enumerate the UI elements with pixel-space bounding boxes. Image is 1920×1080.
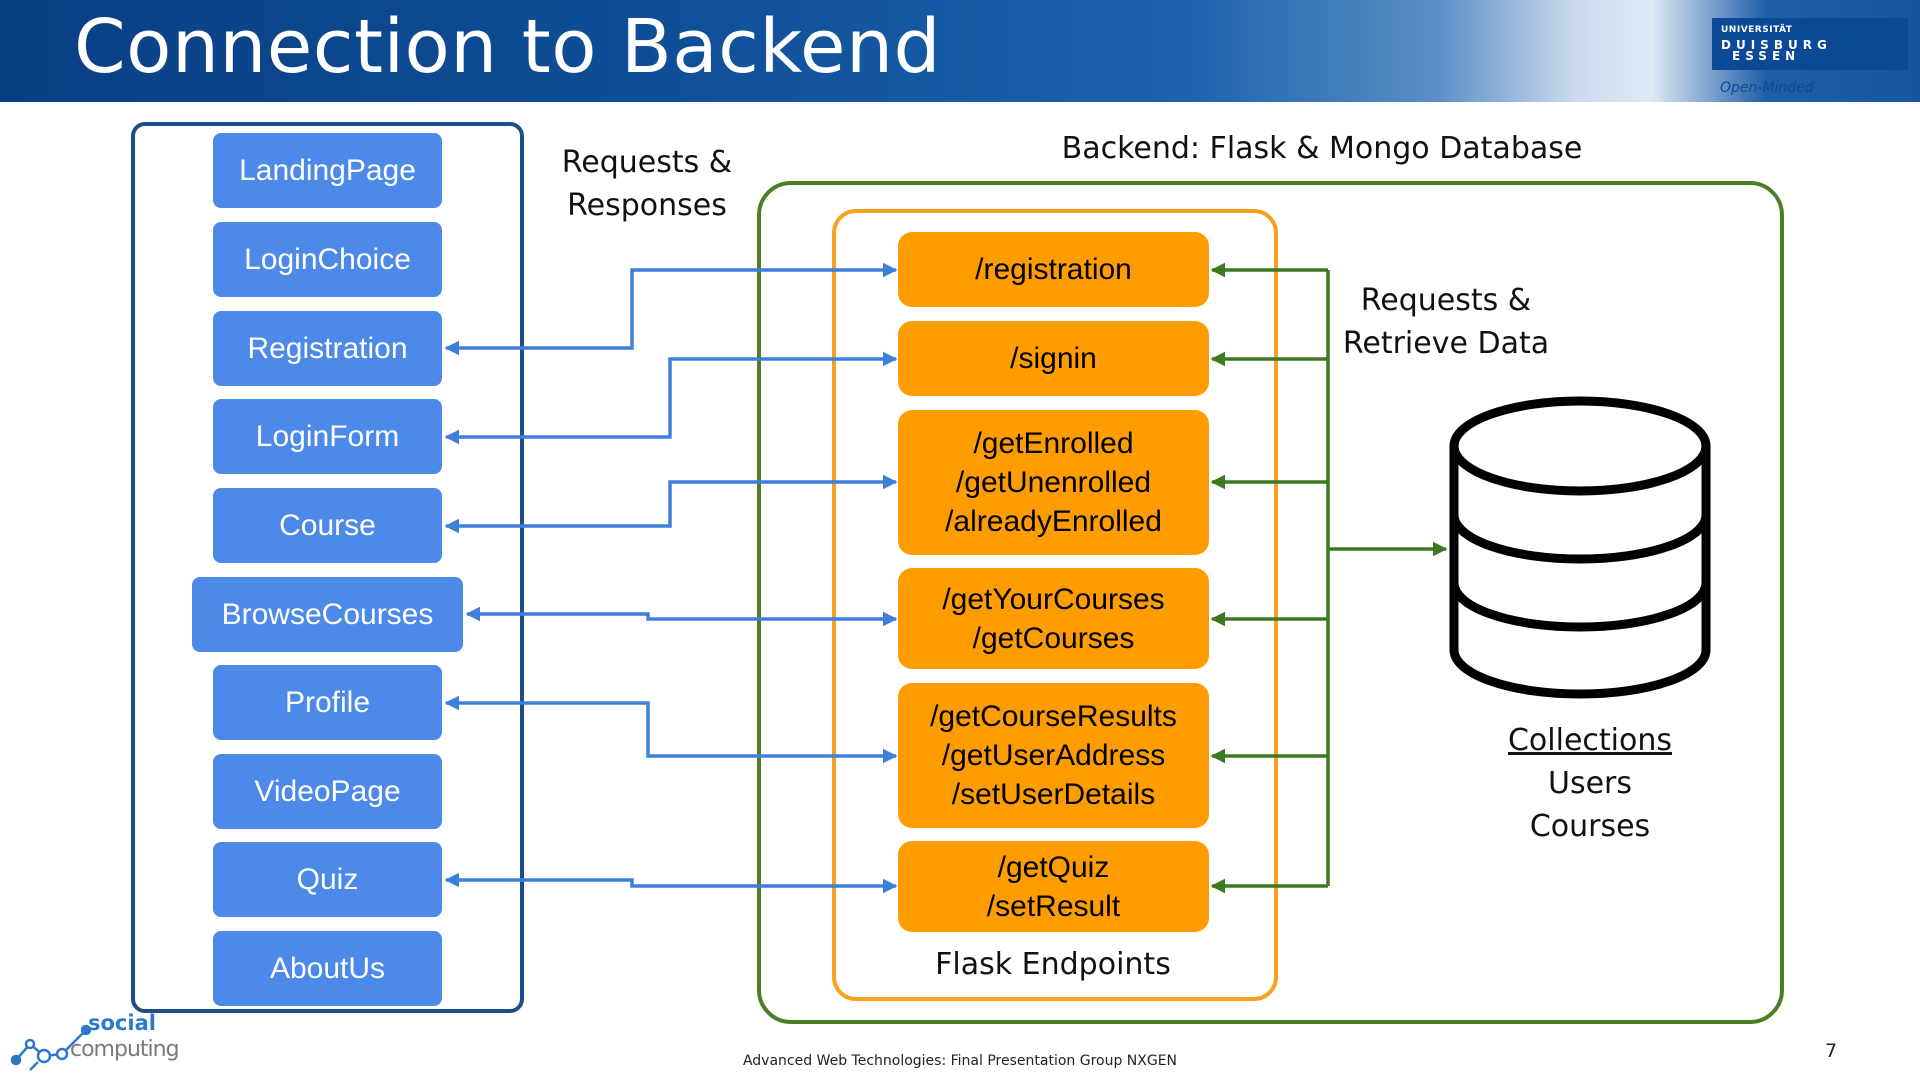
- slide-header-banner: Connection to Backend UNIVERSITÄT DUISBU…: [0, 0, 1920, 102]
- arrow-enrolled: [444, 474, 898, 534]
- endpoint-already-enrolled-label: /alreadyEnrolled: [945, 505, 1162, 538]
- endpoint-user-group: /getCourseResults /getUserAddress /setUs…: [898, 683, 1209, 828]
- backend-container: [757, 181, 1784, 1024]
- endpoint-signin: /signin: [898, 321, 1209, 396]
- logo-essen-text: ESSEN: [1732, 49, 1801, 63]
- requests-retrieve-line1: Requests &: [1360, 283, 1532, 318]
- backend-database-arrows: [1210, 262, 1448, 894]
- collections-title: Collections: [1507, 723, 1673, 758]
- collection-courses: Courses: [1529, 809, 1651, 844]
- requests-responses-line1: Requests &: [561, 145, 733, 180]
- endpoint-enrollment-group: /getEnrolled /getUnenrolled /alreadyEnro…: [898, 410, 1209, 555]
- endpoint-quiz-group: /getQuiz /setResult: [898, 841, 1209, 932]
- university-logo-box: UNIVERSITÄT DUISBURG ESSEN: [1712, 18, 1908, 70]
- requests-retrieve-label: Requests & Retrieve Data: [1326, 279, 1566, 365]
- social-computing-logo: social computing: [10, 1011, 180, 1071]
- endpoint-get-quiz-label: /getQuiz: [997, 850, 1110, 884]
- arrow-registration: [444, 262, 898, 356]
- arrow-profile: [444, 695, 898, 764]
- arrow-quiz: [444, 872, 898, 894]
- collection-users: Users: [1547, 766, 1632, 801]
- logo-duisburg-text: DUISBURG: [1721, 38, 1832, 52]
- slide-footer: Advanced Web Technologies: Final Present…: [742, 1053, 1178, 1069]
- slide-title: Connection to Backend: [74, 4, 941, 90]
- arrow-signin: [444, 351, 898, 445]
- collections-label: Collections Users Courses: [1440, 719, 1740, 848]
- component-registration: Registration: [213, 311, 442, 386]
- endpoint-registration: /registration: [898, 232, 1209, 307]
- component-about-us: AboutUs: [213, 931, 442, 1006]
- flask-endpoints-label: Flask Endpoints: [935, 947, 1171, 982]
- component-login-choice: LoginChoice: [213, 222, 442, 297]
- endpoint-registration-label: /registration: [975, 253, 1132, 286]
- arrow-courses: [465, 606, 898, 627]
- component-profile: Profile: [213, 665, 442, 740]
- endpoint-set-result-label: /setResult: [986, 889, 1121, 923]
- computing-logo-text: computing: [70, 1037, 179, 1062]
- logo-university-text: UNIVERSITÄT: [1721, 25, 1793, 35]
- component-course: Course: [213, 488, 442, 563]
- endpoint-set-user-details-label: /setUserDetails: [951, 778, 1156, 811]
- component-landing-page: LandingPage: [213, 133, 442, 208]
- endpoint-get-enrolled-label: /getEnrolled: [973, 427, 1134, 460]
- database-icon: [1449, 396, 1711, 699]
- endpoint-get-courses-label: /getCourses: [972, 621, 1135, 655]
- social-logo-text: social: [88, 1011, 156, 1035]
- component-video-page: VideoPage: [213, 754, 442, 829]
- endpoint-get-your-courses-label: /getYourCourses: [942, 582, 1165, 616]
- flask-endpoints-container: [832, 209, 1278, 1001]
- endpoint-get-course-results-label: /getCourseResults: [930, 700, 1177, 733]
- component-login-form: LoginForm: [213, 399, 442, 474]
- endpoint-get-user-address-label: /getUserAddress: [941, 739, 1166, 772]
- requests-responses-label: Requests & Responses: [547, 141, 747, 227]
- requests-responses-line2: Responses: [567, 188, 727, 223]
- endpoint-get-unenrolled-label: /getUnenrolled: [955, 466, 1152, 499]
- frontend-backend-arrows: [444, 262, 898, 894]
- university-logo: UNIVERSITÄT DUISBURG ESSEN Open-Minded: [1712, 18, 1908, 100]
- page-number: 7: [1825, 1040, 1838, 1062]
- component-browse-courses: BrowseCourses: [192, 577, 463, 652]
- frontend-components-container: [131, 122, 524, 1013]
- endpoint-courses-group: /getYourCourses /getCourses: [898, 568, 1209, 669]
- endpoint-signin-label: /signin: [1010, 342, 1097, 375]
- component-quiz: Quiz: [213, 842, 442, 917]
- requests-retrieve-line2: Retrieve Data: [1342, 326, 1550, 361]
- logo-tagline: Open-Minded: [1720, 80, 1814, 96]
- backend-title: Backend: Flask & Mongo Database: [1061, 131, 1583, 166]
